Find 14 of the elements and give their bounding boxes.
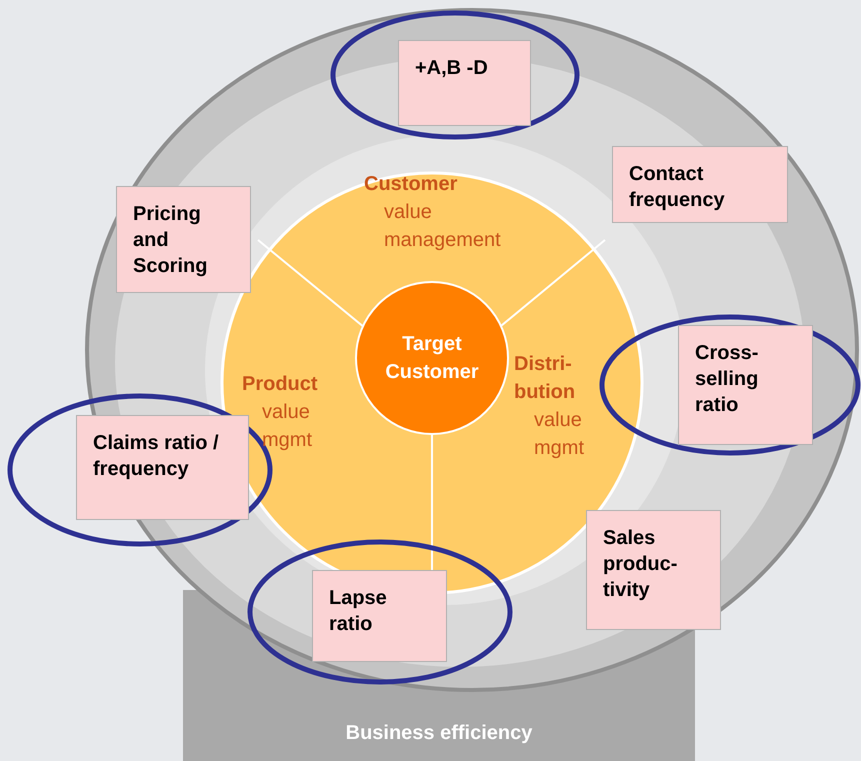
sticky-note: Claims ratio / frequency [76, 415, 249, 520]
sticky-note: Cross- selling ratio [678, 325, 813, 445]
sticky-note: Contact frequency [612, 146, 788, 223]
sticky-note: Lapse ratio [312, 570, 447, 662]
sticky-note: Sales produc- tivity [586, 510, 721, 630]
sticky-note: +A,B -D [398, 40, 531, 126]
sector-heading: Product [242, 372, 319, 397]
center-label: Target Customer [358, 330, 506, 386]
sector-text: value mgmt [261, 400, 313, 453]
sector-heading: Customer [364, 172, 458, 197]
sticky-note: Pricing and Scoring [116, 186, 251, 293]
sector-text: value management [383, 200, 502, 253]
sector-text: value mgmt [533, 408, 585, 461]
band-label: Business efficiency [183, 722, 695, 745]
